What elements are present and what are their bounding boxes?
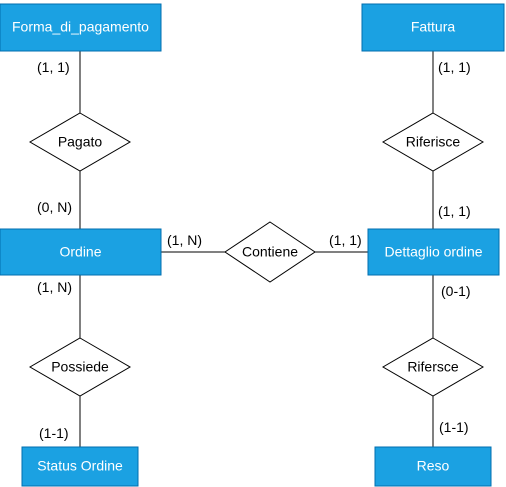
entity-label: Status Ordine — [37, 458, 123, 474]
cardinality-dettaglio-riferisce: (1, 1) — [438, 203, 471, 219]
entity-forma-di-pagamento[interactable]: Forma_di_pagamento — [0, 3, 162, 52]
entity-status-ordine[interactable]: Status Ordine — [21, 446, 139, 487]
entity-reso[interactable]: Reso — [374, 446, 492, 487]
entity-label: Ordine — [59, 244, 101, 260]
relationship-contiene[interactable]: Contiene — [224, 221, 316, 283]
cardinality-fattura-riferisce: (1, 1) — [438, 59, 471, 75]
relationship-label: Contiene — [242, 244, 298, 260]
cardinality-dettaglio-contiene: (1, 1) — [329, 232, 362, 248]
relationship-label: Rifersce — [407, 359, 459, 375]
relationship-label: Possiede — [51, 359, 109, 375]
cardinality-forma-pagato: (1, 1) — [37, 59, 70, 75]
relationship-riferisce[interactable]: Riferisce — [382, 112, 484, 172]
cardinalities: (1, 1) (0, N) (1, 1) (1, 1) (1, N) (1, 1… — [37, 59, 471, 441]
entity-label: Reso — [417, 458, 450, 474]
entity-label: Fattura — [411, 19, 456, 35]
relationship-label: Pagato — [58, 134, 103, 150]
cardinality-status-possiede: (1-1) — [39, 425, 69, 441]
relationship-pagato[interactable]: Pagato — [29, 112, 131, 172]
cardinality-dettaglio-rifersce: (0-1) — [441, 283, 471, 299]
entity-ordine[interactable]: Ordine — [0, 228, 162, 276]
connectors — [79, 51, 434, 447]
cardinality-ordine-possiede: (1, N) — [37, 279, 72, 295]
entity-label: Forma_di_pagamento — [12, 19, 149, 35]
relationship-rifersce[interactable]: Rifersce — [382, 337, 484, 397]
cardinality-ordine-pagato: (0, N) — [37, 199, 72, 215]
entity-dettaglio-ordine[interactable]: Dettaglio ordine — [367, 228, 500, 276]
relationship-label: Riferisce — [406, 134, 461, 150]
cardinality-reso-rifersce: (1-1) — [439, 419, 469, 435]
cardinality-ordine-contiene: (1, N) — [167, 232, 202, 248]
entity-fattura[interactable]: Fattura — [361, 3, 505, 52]
entity-label: Dettaglio ordine — [384, 244, 482, 260]
relationship-possiede[interactable]: Possiede — [29, 337, 131, 397]
